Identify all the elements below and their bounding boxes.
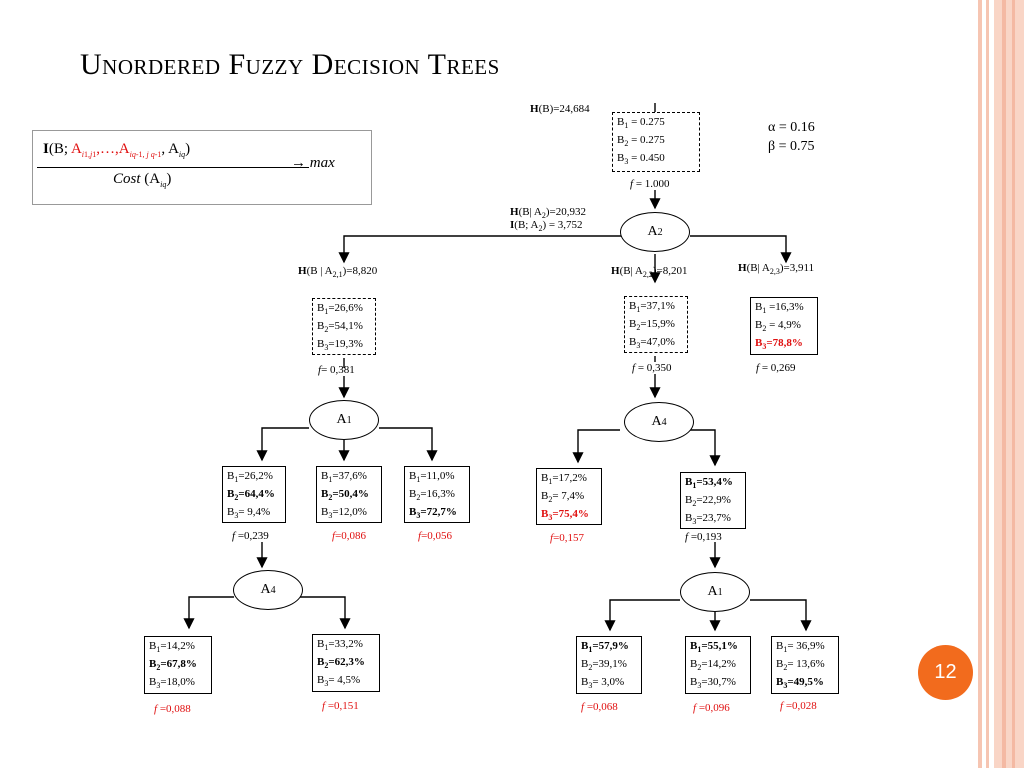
l3-f-value: f=0,056 (418, 530, 453, 542)
right-distribution-box: B1 =16,3%B2 = 4,9%B3=78,8% (750, 297, 818, 355)
mm1-f-value: f =0,068 (581, 701, 618, 713)
entropy-a2: H(B| A2)=20,932 (510, 206, 586, 221)
decorative-stripes (978, 0, 1024, 768)
information-a2: I(B; A2) = 3,752 (510, 219, 583, 234)
right-f-value: f = 0,269 (756, 362, 796, 374)
mm3-f-value: f =0,028 (780, 700, 817, 712)
entropy-root: H(B)=24,684 (530, 103, 590, 115)
mm1-distribution-box: B1=57,9%B2=39,1%B3= 3,0% (576, 636, 642, 694)
beta-param: β = 0.75 (768, 139, 815, 154)
root-f-value: f = 1.000 (630, 178, 670, 190)
mid-f-value: f = 0,350 (632, 362, 672, 374)
l3-distribution-box: B1=11,0%B2=16,3%B3=72,7% (404, 466, 470, 523)
entropy-a23: H(B| A2,3)=3,911 (738, 262, 815, 277)
root-b3: B3 = 0.450 (617, 152, 665, 167)
ll1-distribution-box: B1=14,2%B2=67,8%B3=18,0% (144, 636, 212, 694)
formula-numerator: I(B; Ai1,j1,…,Aiq-1, j q-1, Aiq) (43, 141, 191, 159)
l2-distribution-box: B1=37,6%B2=50,4%B3=12,0% (316, 466, 382, 523)
ll2-f-value: f =0,151 (322, 700, 359, 712)
mm2-f-value: f =0,096 (693, 702, 730, 714)
formula-box: I(B; Ai1,j1,…,Aiq-1, j q-1, Aiq) Cost (A… (32, 130, 372, 205)
entropy-a21: H(B | A2,1)=8,820 (298, 265, 378, 280)
m2-distribution-box: B1=53,4%B2=22,9%B3=23,7% (680, 472, 746, 529)
formula-denominator: Cost (Aiq) (113, 171, 172, 189)
m1-distribution-box: B1=17,2%B2= 7,4%B3=75,4% (536, 468, 602, 525)
fraction-line (37, 167, 309, 168)
mm2-distribution-box: B1=55,1%B2=14,2%B3=30,7% (685, 636, 751, 694)
entropy-a22: H(B| A2,2)=8,201 (611, 265, 688, 280)
mm3-distribution-box: B1= 36,9%B2= 13,6%B3=49,5% (771, 636, 839, 694)
ll1-f-value: f =0,088 (154, 703, 191, 715)
page-number-badge: 12 (918, 645, 973, 700)
m2-f-value: f =0,193 (685, 531, 722, 543)
ll2-distribution-box: B1=33,2%B2=62,3%B3= 4,5% (312, 634, 380, 692)
m1-f-value: f=0,157 (550, 532, 585, 544)
root-distribution-box: B1 = 0.275 B2 = 0.275 B3 = 0.450 (612, 112, 700, 172)
alpha-param: α = 0.16 (768, 120, 815, 135)
l1-distribution-box: B1=26,2%B2=64,4%B3= 9,4% (222, 466, 286, 523)
slide-title: Unordered Fuzzy Decision Trees (80, 48, 500, 81)
l2-f-value: f=0,086 (332, 530, 367, 542)
root-b2: B2 = 0.275 (617, 134, 665, 149)
mid-distribution-box: B1=37,1%B2=15,9%B3=47,0% (624, 296, 688, 353)
l1-f-value: f =0,239 (232, 530, 269, 542)
left-distribution-box: B1=26,6%B2=54,1%B3=19,3% (312, 298, 376, 355)
root-b1: B1 = 0.275 (617, 116, 665, 131)
formula-objective: → max (291, 155, 335, 171)
left-f-value: f= 0,381 (318, 364, 355, 376)
